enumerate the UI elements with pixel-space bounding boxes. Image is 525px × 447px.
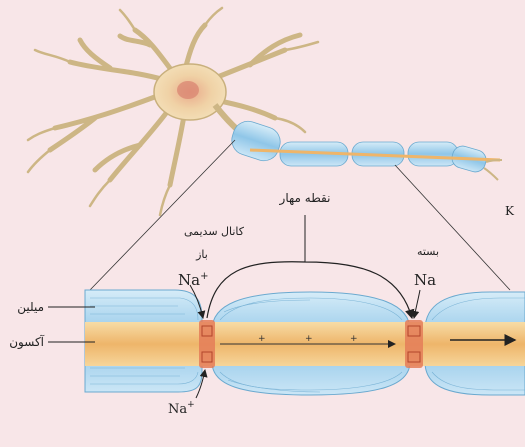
node-of-ranvier-left — [199, 320, 215, 368]
label-axon: آکسون — [9, 334, 44, 350]
label-myelin: میلین — [17, 300, 44, 315]
axon-terminals — [484, 160, 502, 180]
na-label-top-left: Na+ — [178, 271, 208, 289]
na-label-bottom: Na+ — [168, 400, 195, 417]
small-myelin-segments — [228, 117, 500, 174]
label-top-left-sub: باز — [195, 248, 208, 261]
na-influx-arrow-right — [414, 290, 420, 318]
neuron-illustration — [28, 8, 502, 215]
k-label: K — [505, 204, 515, 218]
nucleus — [177, 81, 199, 99]
magnified-axon: + + + — [85, 290, 525, 395]
svg-text:+: + — [350, 334, 358, 344]
label-center-top: نقطه مهار — [279, 191, 331, 206]
svg-text:+: + — [305, 334, 313, 344]
label-top-right: بسته — [417, 245, 439, 258]
svg-text:+: + — [258, 334, 266, 344]
na-label-top-right: Na — [414, 271, 436, 289]
label-top-left: کانال سدیمی — [184, 225, 245, 238]
